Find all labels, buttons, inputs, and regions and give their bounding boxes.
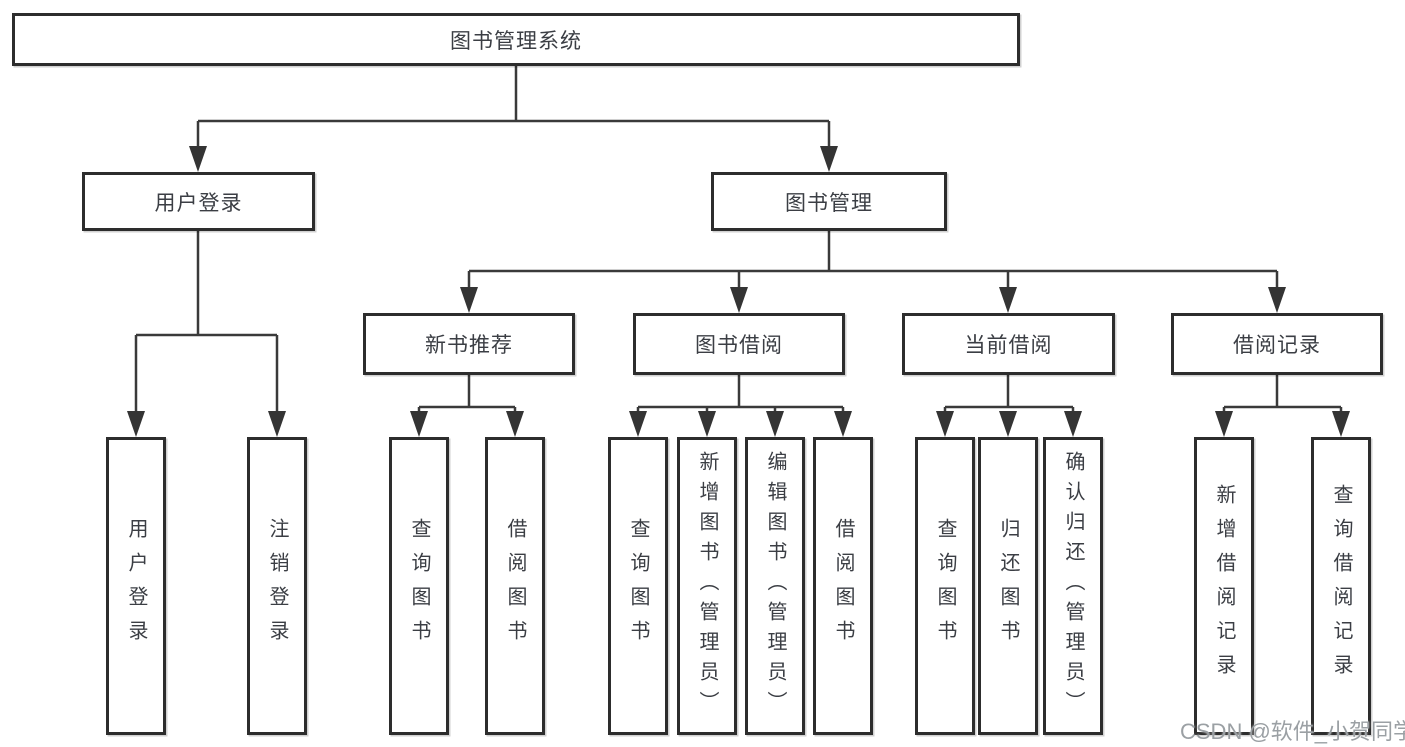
node-borrow-records-label: 借阅记录	[1233, 334, 1321, 357]
node-book-management-label: 图书管理	[785, 191, 873, 215]
arrowheads	[127, 146, 1350, 437]
leaf-query-books-borrowing-label: 查询图书	[627, 518, 649, 654]
node-new-book-recommend: 新书推荐	[363, 313, 575, 375]
leaf-query-books-recommend-label: 查询图书	[408, 518, 430, 654]
leaf-confirm-return-admin: 确认归还（管理员）	[1043, 437, 1103, 735]
node-user-login: 用户登录	[82, 172, 315, 231]
node-root-system: 图书管理系统	[12, 13, 1020, 66]
leaf-user-login: 用户登录	[106, 437, 166, 735]
node-user-login-label: 用户登录	[154, 191, 243, 215]
leaf-add-borrow-record: 新增借阅记录	[1194, 437, 1254, 735]
node-book-management: 图书管理	[711, 172, 947, 231]
leaf-logout: 注销登录	[247, 437, 307, 735]
node-borrow-records: 借阅记录	[1171, 313, 1383, 375]
node-new-book-recommend-label: 新书推荐	[425, 334, 513, 357]
csdn-watermark: CSDN @软件_小贺同学	[1180, 719, 1405, 744]
leaf-add-borrow-record-label: 新增借阅记录	[1213, 484, 1235, 688]
leaf-borrow-books-label: 借阅图书	[832, 518, 854, 654]
leaf-return-books: 归还图书	[978, 437, 1038, 735]
leaf-return-books-label: 归还图书	[997, 518, 1019, 654]
node-current-borrowing: 当前借阅	[902, 313, 1115, 375]
node-root-label: 图书管理系统	[450, 29, 582, 53]
leaf-borrow-books: 借阅图书	[813, 437, 873, 735]
leaf-add-books-admin-label: 新增图书（管理员）	[696, 451, 718, 721]
leaf-logout-label: 注销登录	[266, 518, 288, 654]
leaf-query-books-borrowing: 查询图书	[608, 437, 668, 735]
leaf-edit-books-admin-label: 编辑图书（管理员）	[764, 451, 786, 721]
leaf-borrow-books-recommend: 借阅图书	[485, 437, 545, 735]
leaf-query-books-recommend: 查询图书	[389, 437, 449, 735]
node-current-borrowing-label: 当前借阅	[964, 334, 1053, 357]
leaf-query-borrow-record-label: 查询借阅记录	[1330, 484, 1352, 688]
node-book-borrowing-label: 图书借阅	[695, 334, 783, 357]
leaf-add-books-admin: 新增图书（管理员）	[677, 437, 737, 735]
node-book-borrowing: 图书借阅	[633, 313, 845, 375]
leaf-confirm-return-admin-label: 确认归还（管理员）	[1062, 451, 1084, 721]
leaf-borrow-books-recommend-label: 借阅图书	[504, 518, 526, 654]
leaf-edit-books-admin: 编辑图书（管理员）	[745, 437, 805, 735]
leaf-query-borrow-record: 查询借阅记录	[1311, 437, 1371, 735]
leaf-query-books-current-label: 查询图书	[934, 518, 956, 654]
leaf-query-books-current: 查询图书	[915, 437, 975, 735]
leaf-user-login-label: 用户登录	[125, 518, 147, 654]
